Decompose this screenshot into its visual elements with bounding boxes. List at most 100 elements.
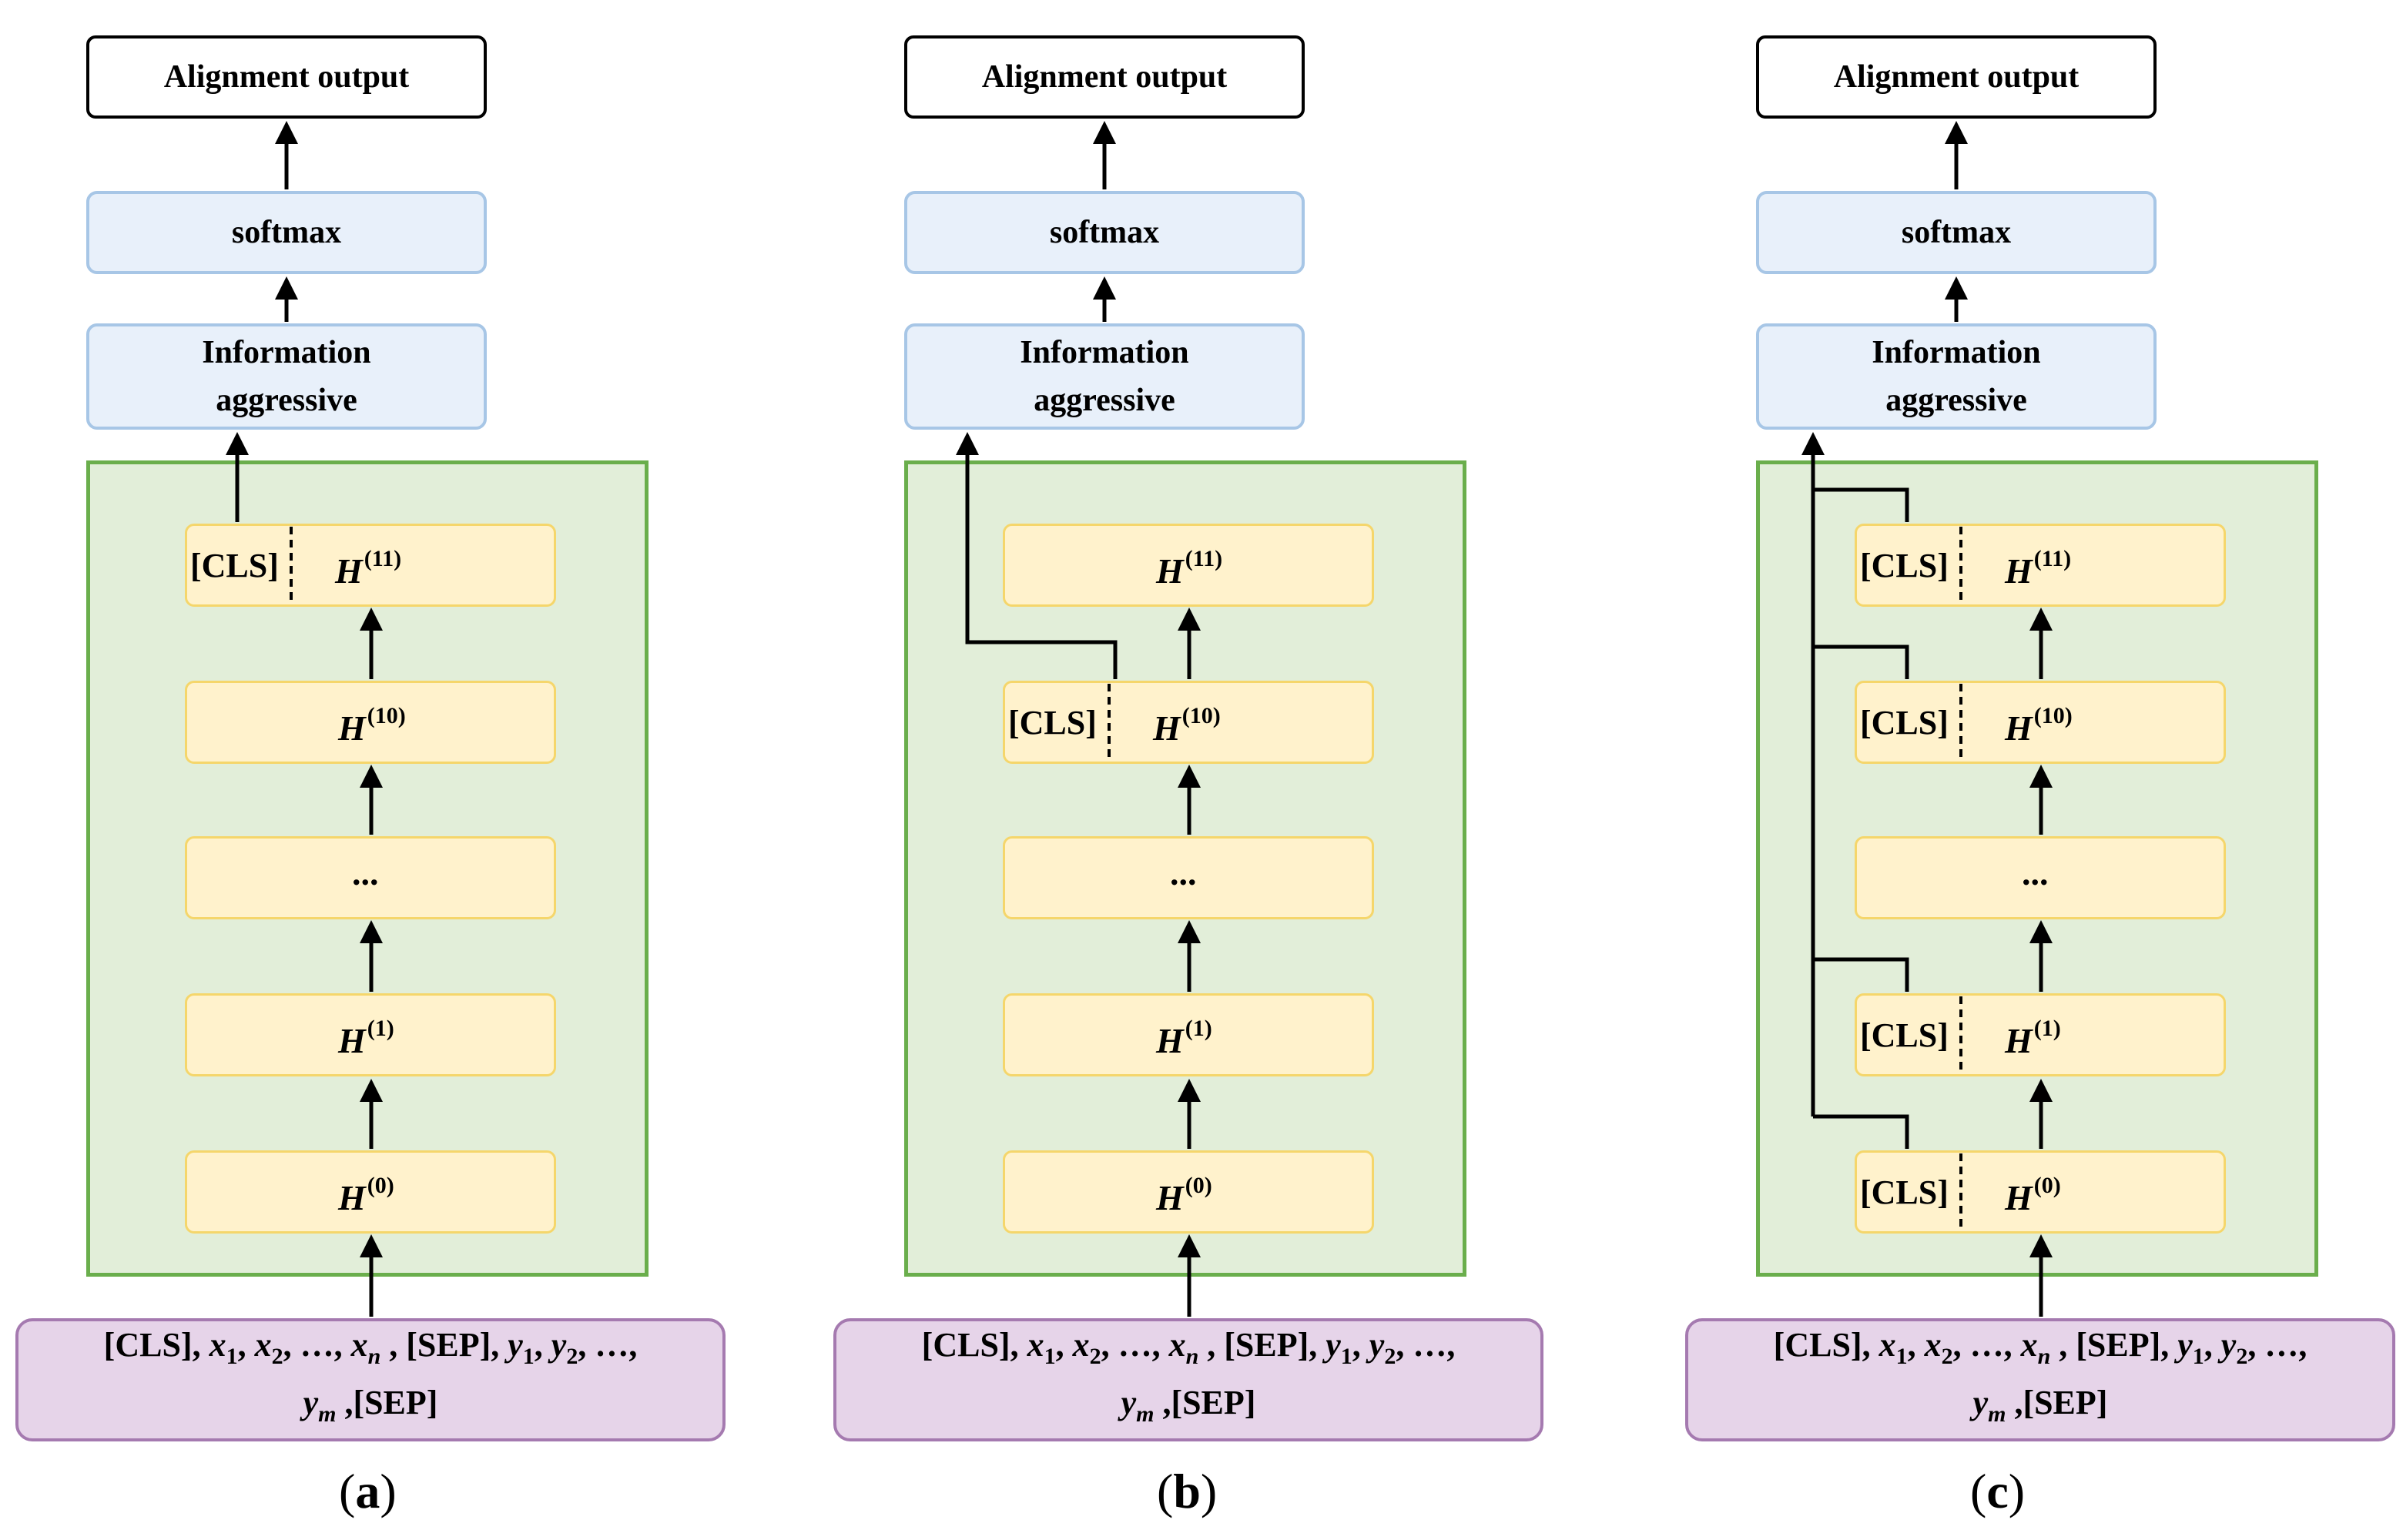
input-token: , (534, 1326, 543, 1364)
input-token: x (1168, 1326, 1186, 1364)
layer-symbol: H (2005, 1021, 2033, 1060)
input-token: …, (1413, 1326, 1456, 1364)
input-token: , (1352, 1326, 1361, 1364)
panel-a-input-sequence-box: [CLS], x1, x2, …, xn , [SEP], y1, y2, …,… (15, 1318, 726, 1441)
input-token: , (237, 1326, 246, 1364)
input-token: y (551, 1326, 567, 1364)
input-token: 2 (1941, 1344, 1953, 1369)
layer-label-l11: H(11) (335, 546, 401, 591)
layer-index: (0) (367, 1173, 394, 1198)
label-close: ) (1200, 1464, 1218, 1518)
input-token: x (1072, 1326, 1090, 1364)
panel-a-layer-l1: H(1) (185, 993, 556, 1076)
cls-token-label: [CLS] (1860, 1016, 1949, 1054)
input-token: …, (300, 1326, 343, 1364)
information-label-line2: aggressive (216, 383, 357, 418)
input-token: , (1907, 1326, 1916, 1364)
information-label-line1: Information (1872, 335, 2041, 370)
input-token: 1 (2192, 1344, 2204, 1369)
input-token: 1 (1044, 1344, 1056, 1369)
layer-symbol: H (1153, 708, 1181, 748)
panel-c-softmax-box: softmax (1756, 191, 2157, 274)
label-open: ( (1970, 1464, 1987, 1518)
layer-ellipsis: ... (2022, 853, 2049, 892)
panel-c-information-aggressive-box: Information aggressive (1756, 323, 2157, 430)
input-token: y (1972, 1384, 1989, 1421)
panel-c-layer-l1: H(1) [CLS] (1855, 993, 2226, 1076)
layer-symbol: H (1156, 551, 1184, 591)
input-token: [CLS], (1773, 1326, 1871, 1364)
input-token: y (303, 1384, 319, 1421)
input-token: x (1027, 1326, 1044, 1364)
layer-index: (10) (367, 703, 406, 728)
input-token: [CLS], (921, 1326, 1019, 1364)
input-token: …, (1969, 1326, 2013, 1364)
panel-b-layer-l11: H(11) (1003, 524, 1374, 607)
layer-index: (10) (2033, 703, 2073, 728)
label-close: ) (380, 1464, 397, 1518)
layer-index: (11) (2033, 546, 2072, 571)
input-token: ,[SEP] (344, 1384, 438, 1421)
layer-ellipsis: ... (1170, 853, 1197, 892)
layer-symbol: H (2005, 708, 2033, 748)
input-sequence-line2: ym ,[SEP] (1121, 1380, 1256, 1438)
input-token: n (1185, 1344, 1199, 1369)
layer-label-l0: H(0) (1156, 1173, 1212, 1218)
input-token: 2 (2236, 1344, 2248, 1369)
input-token: x (1878, 1326, 1896, 1364)
label-letter: b (1173, 1464, 1201, 1518)
layer-index: (1) (367, 1016, 394, 1041)
panel-c-input-sequence-box: [CLS], x1, x2, …, xn , [SEP], y1, y2, …,… (1685, 1318, 2395, 1441)
input-token: x (2020, 1326, 2038, 1364)
input-token: n (367, 1344, 381, 1369)
layer-symbol: H (338, 708, 366, 748)
input-sequence-line2: ym ,[SEP] (1973, 1380, 2108, 1438)
layer-index: (1) (1185, 1016, 1212, 1041)
input-token: …, (1118, 1326, 1161, 1364)
information-label-line1: Information (1020, 335, 1189, 370)
cls-token-label: [CLS] (1860, 1173, 1949, 1211)
input-token: 1 (226, 1344, 238, 1369)
label-open: ( (339, 1464, 356, 1518)
panel-b-softmax-box: softmax (904, 191, 1305, 274)
input-token: y (508, 1326, 523, 1364)
panel-b-alignment-output-box: Alignment output (904, 35, 1305, 119)
softmax-label: softmax (231, 215, 342, 250)
input-token: …, (595, 1326, 638, 1364)
panel-a-layer-l0: H(0) (185, 1150, 556, 1234)
information-label-line2: aggressive (1034, 383, 1175, 418)
input-sequence-line1: [CLS], x1, x2, …, xn , [SEP], y1, y2, …, (104, 1322, 638, 1380)
alignment-output-label: Alignment output (163, 59, 410, 95)
input-token: 2 (271, 1344, 283, 1369)
input-token: m (318, 1401, 337, 1427)
layer-index: (0) (2033, 1173, 2061, 1198)
input-sequence-line1: [CLS], x1, x2, …, xn , [SEP], y1, y2, …, (1774, 1322, 2307, 1380)
layer-symbol: H (335, 551, 363, 591)
input-token: , (283, 1326, 292, 1364)
input-token: 1 (1340, 1344, 1352, 1369)
input-token: [CLS], (103, 1326, 201, 1364)
panel-b-label: (b) (1157, 1463, 1217, 1520)
layer-symbol: H (1156, 1178, 1184, 1217)
layer-symbol: H (338, 1021, 366, 1060)
information-label-line2: aggressive (1885, 383, 2027, 418)
panel-a-layer-l11: H(11) [CLS] (185, 524, 556, 607)
cls-token-label: [CLS] (190, 547, 279, 584)
panel-a-layer-l10: H(10) (185, 681, 556, 764)
input-token: 2 (1089, 1344, 1101, 1369)
layer-label-l10: H(10) (1153, 703, 1221, 748)
input-token: [SEP], (1224, 1326, 1318, 1364)
layer-label-l10: H(10) (2005, 703, 2073, 748)
panel-b-layer-l10: H(10)[CLS] (1003, 681, 1374, 764)
panel-b-layer-l1: H(1) (1003, 993, 1374, 1076)
input-token: n (2037, 1344, 2051, 1369)
layer-label-l1: H(1) (2005, 1016, 2061, 1061)
input-token: y (1121, 1384, 1137, 1421)
input-token: ,[SEP] (2014, 1384, 2108, 1421)
input-token: , (2204, 1326, 2213, 1364)
input-token: x (1924, 1326, 1942, 1364)
label-open: ( (1157, 1464, 1174, 1518)
input-token: x (254, 1326, 272, 1364)
